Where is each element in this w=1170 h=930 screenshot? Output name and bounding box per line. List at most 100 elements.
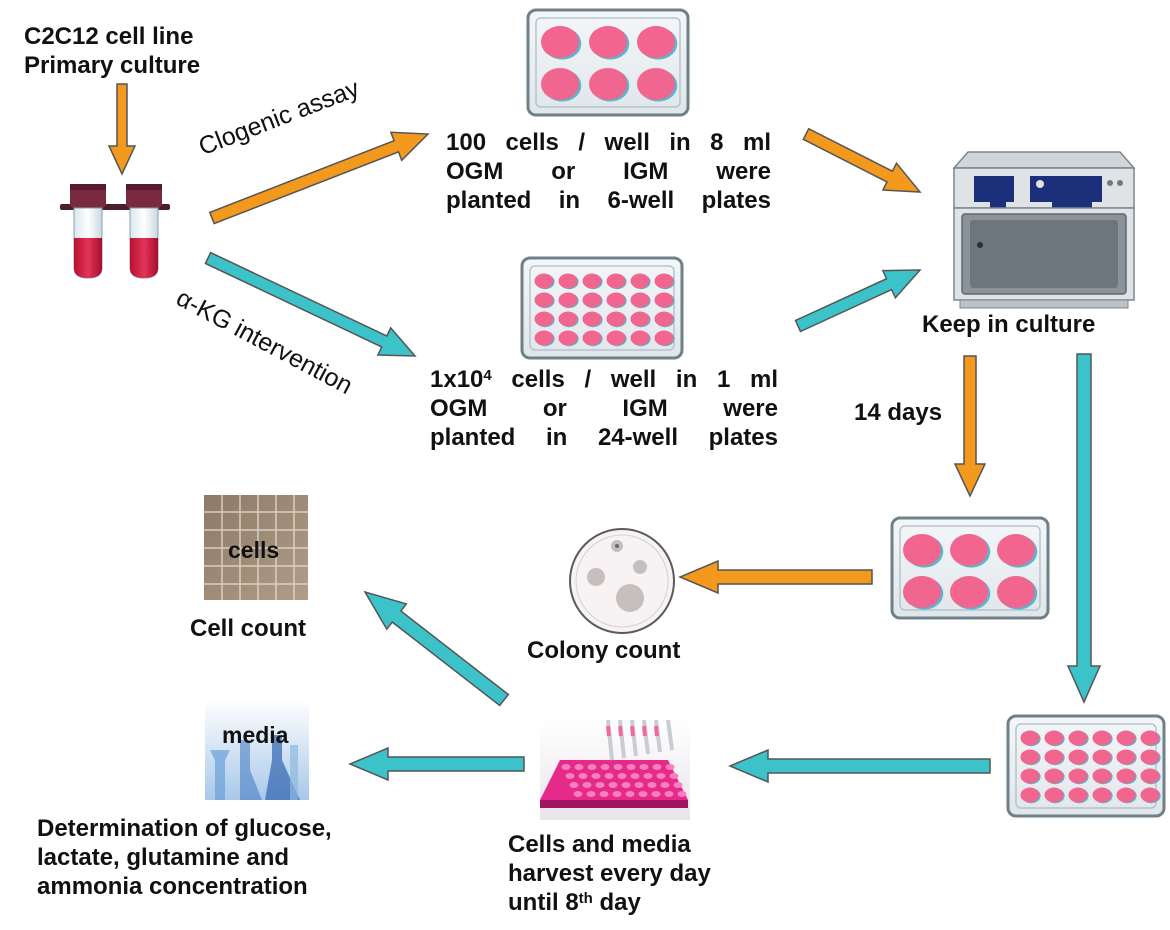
harvest-caption: Cells and media harvest every day until … [508, 830, 711, 917]
arrow-to-twenty-four-well [204, 251, 417, 357]
well [558, 292, 578, 308]
colony-count-label: Colony count [527, 637, 681, 664]
well [1020, 787, 1040, 803]
colony-dish-icon [569, 528, 675, 634]
well [582, 311, 602, 327]
well [654, 292, 674, 308]
harvest-well [677, 791, 687, 797]
well [950, 576, 988, 608]
harvest-well [573, 791, 583, 797]
well [1116, 749, 1136, 765]
well [1092, 787, 1112, 803]
well [1068, 787, 1088, 803]
twenty-four-well-line2: OGM or IGM were [430, 395, 778, 422]
well [630, 330, 650, 346]
harvest-well [561, 764, 571, 770]
arrow-six-well-to-colony [678, 559, 873, 595]
arrow-incubator-to-twenty-four-well-result [1066, 353, 1102, 704]
harvest-well [608, 782, 618, 788]
well [637, 68, 675, 100]
tubes-icon [60, 184, 170, 279]
well [1116, 787, 1136, 803]
media-caption-line2: lactate, glutamine and [37, 844, 290, 871]
harvest-well [617, 773, 627, 779]
media-flasks-image [205, 700, 309, 800]
well [950, 534, 988, 566]
incubator-icon [952, 151, 1136, 309]
well [1140, 768, 1160, 784]
harvest-line1: Cells and media [508, 831, 691, 858]
twenty-four-well-protocol-text: 1x104 cells / well in 1 ml OGM or IGM we… [430, 365, 778, 452]
arrow-twenty-four-well-to-incubator [794, 269, 922, 333]
well [654, 273, 674, 289]
well [630, 273, 650, 289]
well [1044, 787, 1064, 803]
well [589, 68, 627, 100]
harvest-well [634, 782, 644, 788]
media-caption: Determination of glucose, lactate, gluta… [37, 814, 332, 901]
arrow-source-to-tubes [107, 83, 137, 176]
well [582, 330, 602, 346]
six-well-plate-result-icon [890, 516, 1050, 620]
days-label: 14 days [854, 399, 943, 426]
harvest-well [626, 764, 636, 770]
harvest-well [600, 764, 610, 770]
line1-post: cells / well in 1 ml [491, 366, 778, 393]
harvest-well [625, 791, 635, 797]
harvest-well [599, 791, 609, 797]
harvest-well [652, 764, 662, 770]
well [589, 26, 627, 58]
cell-count-label: Cell count [190, 615, 307, 642]
harvest-line3-post: day [592, 889, 641, 916]
arrow-to-six-well [208, 131, 430, 225]
well [1068, 749, 1088, 765]
harvest-well [587, 764, 597, 770]
well [606, 273, 626, 289]
twenty-four-well-plate-icon [520, 256, 684, 360]
harvest-well [630, 773, 640, 779]
harvest-well [651, 791, 661, 797]
well [1020, 749, 1040, 765]
line1-sup: 4 [483, 367, 492, 384]
six-well-line2: OGM or IGM were [446, 158, 771, 185]
harvest-well [604, 773, 614, 779]
well [1044, 730, 1064, 746]
six-well-line1: 100 cells / well in 8 ml [446, 129, 771, 156]
well [1068, 730, 1088, 746]
harvest-line3: until 8th day [508, 888, 711, 917]
six-well-line3: planted in 6-well plates [446, 187, 771, 214]
harvest-well [582, 782, 592, 788]
well [558, 330, 578, 346]
well [637, 26, 675, 58]
well [1116, 768, 1136, 784]
well [654, 311, 674, 327]
harvest-well [578, 773, 588, 779]
media-image-label: media [222, 722, 289, 748]
arrow-incubator-to-six-well-result [953, 355, 987, 498]
well [582, 292, 602, 308]
well [1116, 730, 1136, 746]
harvest-well [647, 782, 657, 788]
incubator-label: Keep in culture [922, 311, 1096, 338]
well [606, 292, 626, 308]
source-label: C2C12 cell line Primary culture [24, 22, 200, 80]
harvest-well [660, 782, 670, 788]
well [582, 273, 602, 289]
harvest-line2: harvest every day [508, 860, 711, 887]
harvest-well [673, 782, 683, 788]
well [558, 273, 578, 289]
arrow-harvest-to-cell-count [363, 590, 510, 707]
harvest-well [569, 782, 579, 788]
well [541, 26, 579, 58]
well [997, 534, 1035, 566]
six-well-protocol-text: 100 cells / well in 8 ml OGM or IGM were… [446, 128, 771, 215]
well [534, 311, 554, 327]
well [541, 68, 579, 100]
harvest-well [639, 764, 649, 770]
line1-pre: 1x10 [430, 366, 484, 393]
well [534, 292, 554, 308]
well [1092, 730, 1112, 746]
harvest-well [669, 773, 679, 779]
well [1068, 768, 1088, 784]
well [630, 292, 650, 308]
